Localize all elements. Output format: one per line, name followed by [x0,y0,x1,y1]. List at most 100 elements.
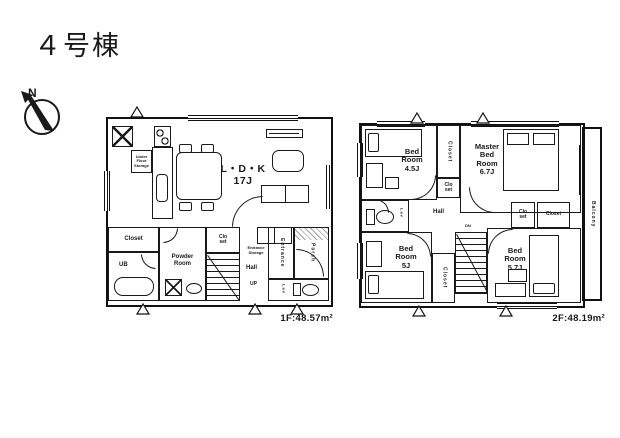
pillow [368,133,379,152]
under-floor-storage-label: Under Floor Storage [131,150,152,173]
ub-label: UB [119,262,128,268]
dining-table [176,152,222,200]
master-bedroom-label: Master Bed Room 6.7J [465,142,509,177]
master-bedroom: Master Bed Room 6.7J [460,125,581,213]
up-label: UP [250,281,257,287]
chair [179,202,192,211]
window [357,143,363,177]
bedroom-4-5j-size: 4.5J [404,163,420,173]
vent-triangle-icon [290,303,304,315]
bathtub-icon [114,277,154,296]
stove-icon [154,126,171,147]
floor1-plan: Under Floor Storage L・D・K 17J Closet UB … [104,106,333,315]
master-bedroom-name: Master Bed Room [474,142,500,168]
floor1-area-label: 1F:48.57m² [280,313,333,324]
chair [179,144,192,153]
desk [366,241,382,267]
pillow [533,283,555,294]
master-bedroom-size: 6.7J [479,167,495,177]
powder-room-label: Powder Room [171,254,194,267]
balcony-label: Balcony [589,200,596,228]
refrigerator-icon [112,126,133,147]
vent-triangle-icon [130,106,144,118]
stair-diagonal [207,255,239,300]
pillow [533,133,555,145]
sink-icon [186,283,202,294]
bed [365,271,424,299]
closet-room: Closet [108,227,159,252]
pillow [507,133,529,145]
tv-board [266,129,303,138]
bedroom-5-7j: Bed Room 5.7J [487,228,581,303]
bedroom-5j-name: Bed Room [395,244,417,262]
compass-icon: N [21,86,60,135]
bedroom-5-7j-label: Bed Room 5.7J [494,246,536,272]
entrance-room: Entrance [268,227,294,279]
floor2-area-label: 2F:48.19m² [552,313,605,324]
bed [365,129,422,157]
porch: Porch [294,227,329,279]
ldk-label: L・D・K 17J [213,163,273,188]
side-table [385,177,399,189]
bedroom-4-5j-name: Bed Room [401,147,423,165]
toilet-tank-icon [293,283,301,296]
vent-triangle-icon [499,305,513,317]
stair-diagonal [456,234,486,293]
vent-triangle-icon [410,112,424,124]
chair [201,144,214,153]
closet-room: Closet [437,125,460,178]
ldk-size: 17J [233,174,253,187]
closet-label: Closet [446,140,453,163]
bedroom-5-7j-size: 5.7J [507,262,523,272]
vent-triangle-icon [248,303,262,315]
lavatory-room: Lav [268,279,329,301]
balcony: Balcony [582,127,602,301]
closet-label: Closet [545,211,562,218]
bedroom-4-5j: Bed Room 4.5J [361,125,437,200]
compass-north-label: N [28,86,37,100]
unit-bath-room: UB [108,252,159,301]
vent-triangle-icon [412,305,426,317]
dresser [495,283,526,297]
porch-label: Porch [309,243,316,263]
desk [508,269,527,282]
bedroom-5j-label: Bed Room 5J [384,244,428,270]
bedroom-5j-size: 5J [401,260,411,270]
kitchen-sink-icon [156,174,168,202]
ldk-name: L・D・K [220,163,266,175]
closet-room: Closet [537,202,570,228]
low-table [272,150,304,172]
toilet-bowl-icon [302,284,319,296]
lav-label: Lav [281,284,287,294]
bedroom-4-5j-label: Bed Room 4.5J [388,147,436,173]
bedroom-5-7j-name: Bed Room [504,246,526,264]
dn-label: DN [465,223,471,228]
closet-small-label: Clo set [444,181,453,193]
washing-machine-icon [165,279,182,296]
closet-label: Closet [124,236,143,243]
entrance-label: Entrance [278,238,285,268]
staircase [206,253,240,301]
hall-label: Hall [246,265,258,271]
vent-triangle-icon [136,303,150,315]
door-arc [232,196,263,227]
closet-small-room: Clo set [511,202,535,228]
floor2-plan: Bed Room 4.5J Closet Clo set Master Bed … [357,112,585,317]
bedroom-5j: Bed Room 5J [361,232,432,303]
closet-small-label: Clo set [518,208,528,220]
closet-small-label: Clo set [218,233,228,245]
powder-room: Powder Room [159,227,206,301]
bed [529,235,559,297]
window [471,121,559,127]
porch-step-hatch [295,228,328,240]
window [188,115,298,121]
vent-triangle-icon [476,112,490,124]
window [357,243,363,279]
pillow [368,275,379,294]
double-bed [503,129,559,191]
page-title: ４号棟 [34,31,121,61]
window [326,165,332,209]
staircase [455,232,487,294]
closet-room: Closet [432,253,455,303]
